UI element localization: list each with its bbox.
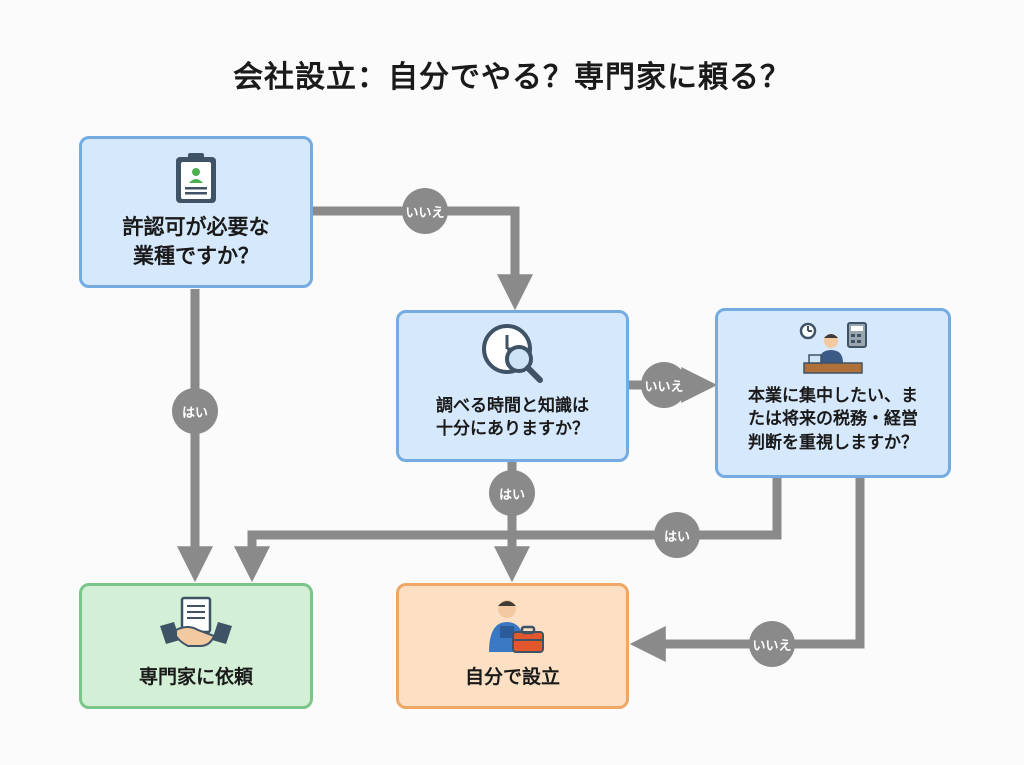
clock-magnifier-icon — [481, 324, 543, 383]
edge-label-no: いいえ — [749, 621, 795, 667]
edge-q1-no — [313, 206, 533, 311]
node-text: 本業に集中したい、ま たは将来の税務・経営 判断を重視しますか？ — [748, 386, 918, 453]
handshake-document-icon — [160, 596, 232, 647]
decision-node-focus-business: 本業に集中したい、ま たは将来の税務・経営 判断を重視しますか？ — [715, 308, 951, 478]
edge-label-no: いいえ — [641, 362, 687, 408]
outcome-node-self: 自分で設立 — [396, 583, 629, 709]
node-text: 専門家に依頼 — [138, 666, 253, 688]
edge-q3-yes — [234, 478, 782, 583]
businessman-desk-icon — [799, 322, 867, 374]
edge-label-yes: はい — [654, 512, 700, 558]
node-text: 自分で設立 — [464, 666, 560, 688]
worker-toolbox-icon — [488, 600, 544, 653]
node-text: 調べる時間と知識は 十分にありますか？ — [436, 396, 589, 440]
outcome-node-professional: 専門家に依頼 — [79, 583, 313, 709]
decision-node-time-knowledge: 調べる時間と知識は 十分にありますか？ — [396, 310, 629, 462]
decision-node-permit: 許認可が必要な 業種ですか？ — [79, 136, 313, 288]
edge-q3-no — [629, 478, 865, 662]
clipboard-icon — [176, 153, 216, 203]
edge-label-yes: はい — [489, 470, 535, 516]
node-text: 許認可が必要な 業種ですか？ — [122, 215, 270, 268]
edge-label-yes: はい — [172, 388, 218, 434]
page-title: 会社設立：自分でやる？専門家に頼る？ — [233, 60, 791, 95]
edge-label-no: いいえ — [402, 188, 448, 234]
